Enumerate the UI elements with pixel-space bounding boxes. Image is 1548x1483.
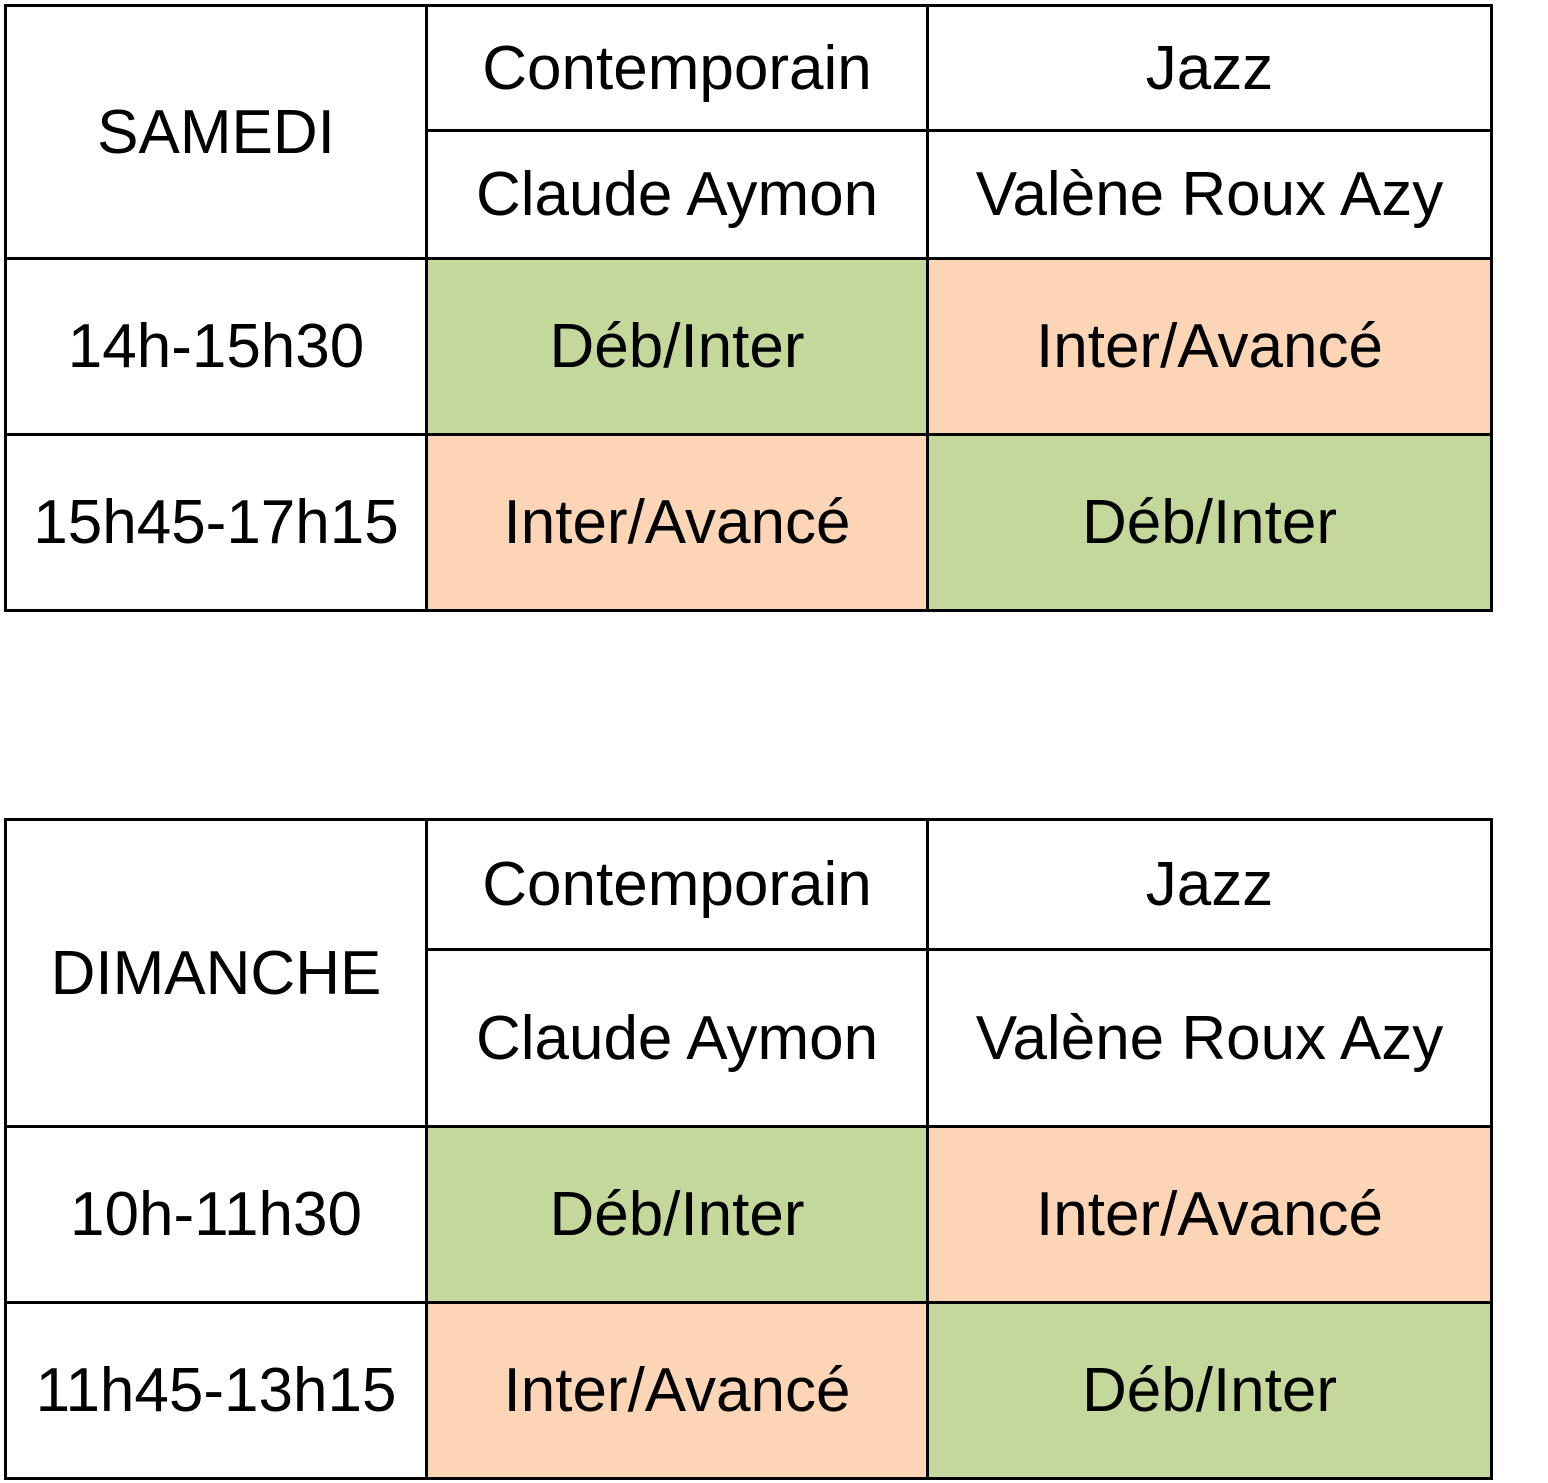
- day-label: DIMANCHE: [4, 818, 428, 1128]
- time-slot-label: 14h-15h30: [4, 257, 428, 436]
- samedi-schedule-table: SAMEDI Contemporain Jazz Claude Aymon Va…: [4, 4, 1493, 612]
- day-label: SAMEDI: [4, 4, 428, 260]
- style-contemporain: Contemporain: [425, 818, 929, 951]
- time-slot-row: 11h45-13h15 Inter/Avancé Déb/Inter: [4, 1301, 1493, 1480]
- time-slot-row: 14h-15h30 Déb/Inter Inter/Avancé: [4, 257, 1493, 436]
- teacher-jazz: Valène Roux Azy: [926, 129, 1493, 260]
- style-jazz: Jazz: [926, 4, 1493, 132]
- dimanche-schedule-table: DIMANCHE Contemporain Jazz Claude Aymon …: [4, 818, 1493, 1480]
- level-cell-jazz: Inter/Avancé: [926, 1125, 1493, 1304]
- time-slot-label: 10h-11h30: [4, 1125, 428, 1304]
- style-contemporain: Contemporain: [425, 4, 929, 132]
- level-cell-jazz: Déb/Inter: [926, 1301, 1493, 1480]
- teacher-header-row: Claude Aymon Valène Roux Azy: [6, 129, 1493, 260]
- level-cell-contemporain: Inter/Avancé: [425, 1301, 929, 1480]
- teacher-contemporain: Claude Aymon: [425, 948, 929, 1128]
- level-cell-contemporain: Déb/Inter: [425, 257, 929, 436]
- style-jazz: Jazz: [926, 818, 1493, 951]
- time-slot-row: 15h45-17h15 Inter/Avancé Déb/Inter: [4, 433, 1493, 612]
- level-cell-jazz: Déb/Inter: [926, 433, 1493, 612]
- teacher-jazz: Valène Roux Azy: [926, 948, 1493, 1128]
- time-slot-label: 11h45-13h15: [4, 1301, 428, 1480]
- level-cell-jazz: Inter/Avancé: [926, 257, 1493, 436]
- teacher-contemporain: Claude Aymon: [425, 129, 929, 260]
- time-slot-label: 15h45-17h15: [4, 433, 428, 612]
- style-header-row: DIMANCHE Contemporain Jazz: [4, 818, 1493, 1128]
- style-header-row: SAMEDI Contemporain Jazz: [4, 4, 1493, 260]
- level-cell-contemporain: Inter/Avancé: [425, 433, 929, 612]
- level-cell-contemporain: Déb/Inter: [425, 1125, 929, 1304]
- time-slot-row: 10h-11h30 Déb/Inter Inter/Avancé: [4, 1125, 1493, 1304]
- teacher-header-row: Claude Aymon Valène Roux Azy: [6, 948, 1493, 1128]
